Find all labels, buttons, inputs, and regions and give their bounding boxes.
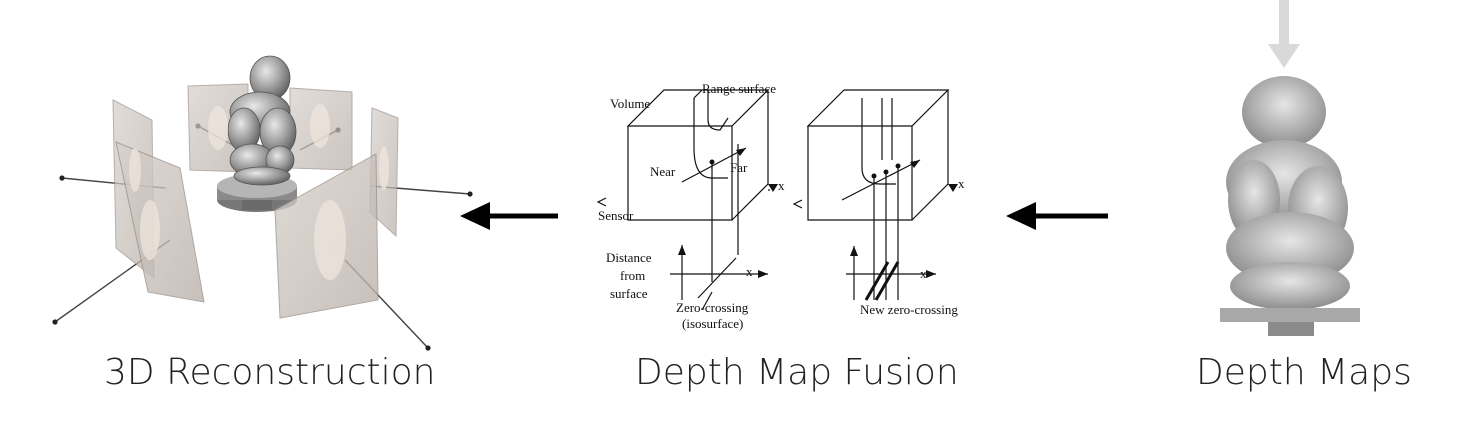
label-near: Near xyxy=(650,164,676,179)
label-sensor: Sensor xyxy=(598,208,634,223)
label-new-zero-crossing: New zero-crossing xyxy=(860,302,958,317)
caption-depth-maps: Depth Maps xyxy=(1196,352,1412,393)
fusion-diagram: Volume Range surface Near Far Sensor x x… xyxy=(596,81,965,331)
top-arrow xyxy=(1268,0,1300,68)
label-x-axis-right: x xyxy=(958,176,965,191)
label-zero-crossing-1: Zero-crossing xyxy=(676,300,749,315)
statue xyxy=(227,55,297,186)
reconstruction-figure xyxy=(52,55,473,351)
label-range-surface: Range surface xyxy=(702,81,776,96)
label-plot-x-right: x xyxy=(920,266,927,281)
depth-map-figure xyxy=(1220,0,1360,336)
caption-3d-reconstruction: 3D Reconstruction xyxy=(104,352,436,393)
label-x-axis-left: x xyxy=(778,178,785,193)
arrow-fusion-to-reconstruction xyxy=(460,202,558,230)
label-volume: Volume xyxy=(610,96,650,111)
label-distance-3: surface xyxy=(610,286,648,301)
caption-depth-map-fusion: Depth Map Fusion xyxy=(635,352,959,393)
label-zero-crossing-2: (isosurface) xyxy=(682,316,743,331)
label-plot-x-left: x xyxy=(746,264,753,279)
arrow-depthmaps-to-fusion xyxy=(1006,202,1108,230)
label-distance-1: Distance xyxy=(606,250,652,265)
label-distance-2: from xyxy=(620,268,645,283)
label-far: Far xyxy=(730,160,748,175)
